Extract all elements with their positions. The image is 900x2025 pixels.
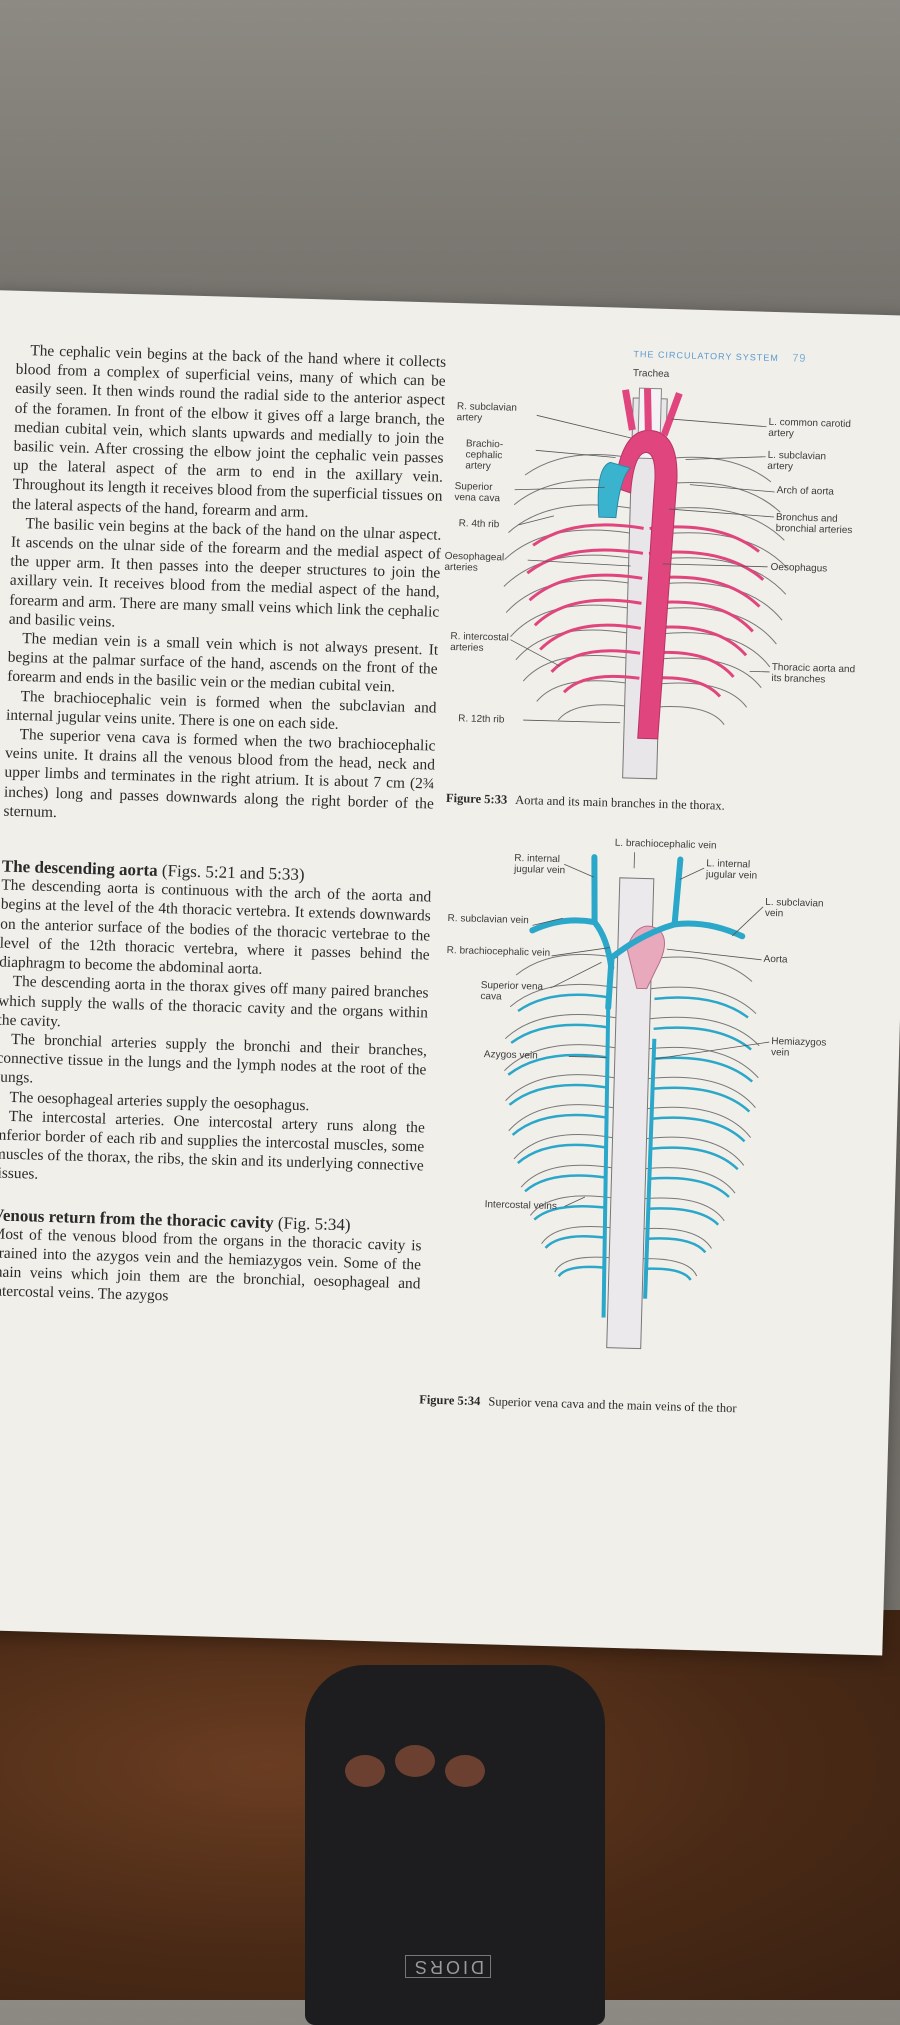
label-superior-vena-cava: Superior vena cava (454, 481, 517, 505)
label-l-subclavian-artery: L. subclavian artery (767, 450, 848, 474)
paragraph-cephalic-vein: The cephalic vein begins at the back of … (12, 341, 447, 526)
section-title: THE CIRCULATORY SYSTEM (633, 349, 779, 363)
label-r-intercostal-arteries: R. intercostal arteries (450, 631, 521, 655)
label-brachiocephalic-artery: Brachio-cephalic artery (465, 438, 526, 473)
label-oesophageal-arteries: Oesophageal arteries (444, 551, 523, 575)
page-number: 79 (792, 352, 807, 364)
figure-veins: L. brachiocephalic vein R. internal jugu… (430, 833, 864, 1365)
toe (445, 1755, 485, 1787)
label-bronchus: Bronchus and bronchial arteries (775, 512, 871, 537)
label-arch-of-aorta: Arch of aorta (777, 485, 847, 498)
paragraph-descending-aorta: The descending aorta is continuous with … (0, 876, 431, 984)
book-page: THE CIRCULATORY SYSTEM 79 The cephalic v… (0, 290, 900, 1655)
label-r-internal-jugular-vein: R. internal jugular vein (514, 853, 583, 877)
toe (395, 1745, 435, 1777)
figure-aorta: Trachea R. subclavian artery Brachio-cep… (446, 363, 878, 795)
paragraph-basilic-vein: The basilic vein begins at the back of t… (9, 514, 442, 641)
toe (345, 1755, 385, 1787)
slipper-brand-text: DIORS (405, 1955, 491, 1978)
paragraph-intercostal-arteries: The intercostal arteries. One intercosta… (0, 1106, 425, 1195)
label-superior-vena-cava-vein: Superior vena cava (480, 980, 553, 1004)
label-l-internal-jugular-vein: L. internal jugular vein (706, 858, 782, 882)
label-r-12th-rib: R. 12th rib (458, 713, 528, 726)
label-azygos-vein: Azygos vein (484, 1049, 569, 1062)
label-l-subclavian-vein: L. subclavian vein (765, 897, 841, 921)
label-trachea: Trachea (633, 368, 670, 380)
body-text: The cephalic vein begins at the back of … (0, 341, 446, 1313)
label-aorta: Aorta (763, 954, 813, 966)
paragraph-venous-return: Most of the venous blood from the organs… (0, 1224, 422, 1313)
label-r-4th-rib: R. 4th rib (459, 518, 519, 531)
label-l-common-carotid: L. common carotid artery (768, 417, 859, 442)
label-thoracic-aorta: Thoracic aorta and its branches (771, 662, 862, 687)
running-header: THE CIRCULATORY SYSTEM 79 (633, 348, 806, 365)
label-r-subclavian-artery: R. subclavian artery (456, 401, 539, 425)
paragraph-superior-vena-cava: The superior vena cava is formed when th… (3, 725, 436, 833)
label-hemiazygos-vein: Hemiazygos vein (771, 1036, 847, 1060)
label-intercostal-veins: Intercostal veins (485, 1199, 560, 1212)
